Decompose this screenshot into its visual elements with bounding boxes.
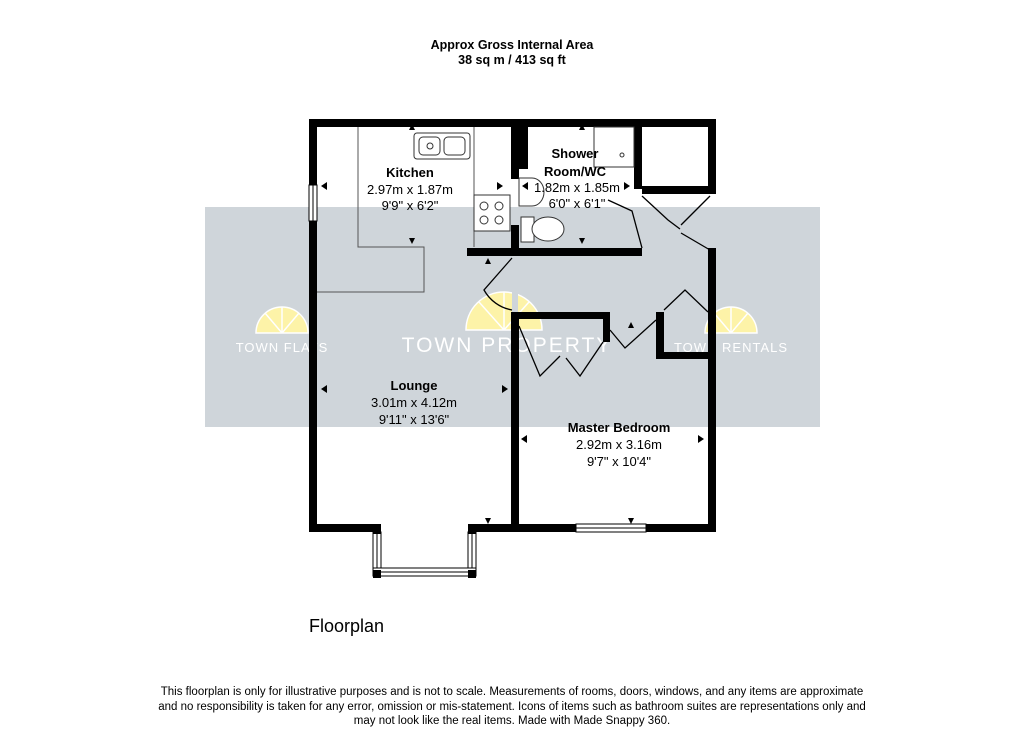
toilet-icon bbox=[520, 216, 565, 243]
dimension-arrows bbox=[321, 124, 704, 524]
shower-name-line2: Room/WC bbox=[544, 164, 607, 179]
sun-logo-icon bbox=[255, 306, 309, 334]
sink-icon bbox=[413, 132, 471, 160]
window bbox=[308, 184, 647, 533]
bedroom-imperial: 9'7" x 10'4" bbox=[587, 454, 651, 469]
floorplan-label: Floorplan bbox=[309, 616, 385, 636]
bay-window bbox=[372, 531, 477, 577]
hob-icon bbox=[473, 194, 511, 232]
kitchen-metric: 2.97m x 1.87m bbox=[367, 182, 453, 197]
shower-metric: 1.82m x 1.85m bbox=[534, 180, 620, 195]
shower-imperial: 6'0" x 6'1" bbox=[549, 196, 606, 211]
watermark-left: TOWN FLATS bbox=[236, 340, 329, 355]
lounge-imperial: 9'11" x 13'6" bbox=[379, 412, 450, 427]
disclaimer-line: may not look like the real items. Made w… bbox=[353, 715, 671, 727]
wall-opening bbox=[512, 257, 518, 312]
disclaimer-line: This floorplan is only for illustrative … bbox=[160, 686, 864, 698]
sun-logo-icon bbox=[704, 306, 758, 334]
area-heading: Approx Gross Internal Area 38 sq m / 413… bbox=[0, 38, 1024, 68]
watermark-center: TOWN PROPERTY bbox=[402, 334, 613, 357]
lounge-metric: 3.01m x 4.12m bbox=[371, 395, 457, 410]
bedroom-name: Master Bedroom bbox=[568, 420, 671, 435]
lounge-name: Lounge bbox=[391, 378, 438, 393]
watermark-right: TOWN RENTALS bbox=[674, 340, 788, 355]
shower-name-line1: Shower bbox=[552, 146, 599, 161]
bedroom-metric: 2.92m x 3.16m bbox=[576, 437, 662, 452]
door-swings bbox=[483, 195, 711, 378]
kitchen-imperial: 9'9" x 6'2" bbox=[382, 198, 439, 213]
area-title: Approx Gross Internal Area bbox=[430, 38, 594, 52]
area-value: 38 sq m / 413 sq ft bbox=[458, 53, 566, 67]
walls bbox=[309, 119, 716, 532]
kitchen-name: Kitchen bbox=[386, 165, 434, 180]
disclaimer-line: and no responsibility is taken for any e… bbox=[158, 700, 866, 713]
shower-tray-icon bbox=[593, 126, 635, 168]
disclaimer: This floorplan is only for illustrative … bbox=[112, 685, 912, 729]
